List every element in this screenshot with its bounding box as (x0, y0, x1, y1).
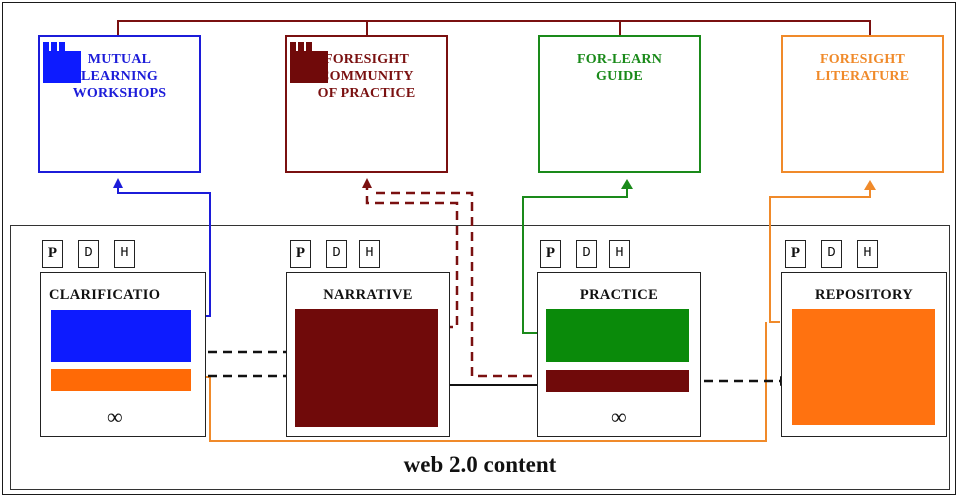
tab-h[interactable]: H (359, 240, 380, 268)
orange-repository-block (792, 309, 935, 425)
top-box-title: MUTUAL LEARNING WORKSHOPS (72, 52, 167, 101)
tab-p[interactable]: P (785, 240, 806, 268)
top-box-literature: FORESIGHT LITERATURE (781, 35, 944, 173)
infinity-icon: ∞ (107, 404, 123, 429)
tab-d[interactable]: D (78, 240, 99, 268)
tab-h[interactable]: H (609, 240, 630, 268)
module-title: REPOSITORY (814, 287, 914, 303)
maroon-dashed-link-b (376, 191, 547, 378)
tab-p[interactable]: P (290, 240, 311, 268)
module-repository: REPOSITORY (781, 272, 947, 437)
green-link (522, 179, 633, 334)
orange-content-block (51, 369, 191, 391)
blue-content-block (51, 310, 191, 362)
module-title: CLARIFICATIO (49, 287, 161, 303)
tab-d[interactable]: D (326, 240, 347, 268)
orange-link (769, 180, 876, 323)
building-icon (290, 42, 328, 83)
top-box-community: FORESIGHT COMMUNITY OF PRACTICE (285, 35, 448, 173)
tab-p[interactable]: P (42, 240, 63, 268)
tab-d[interactable]: D (576, 240, 597, 268)
top-box-guide: FOR-LEARN GUIDE (538, 35, 701, 173)
top-box-title: FORESIGHT COMMUNITY OF PRACTICE (317, 52, 416, 101)
tab-h[interactable]: H (114, 240, 135, 268)
maroon-dashed-link-a (362, 178, 459, 329)
module-title: PRACTICE (579, 287, 659, 303)
module-clarification: CLARIFICATIO ∞ (40, 272, 206, 437)
top-box-title: FOR-LEARN GUIDE (576, 52, 663, 84)
top-bus-line (117, 20, 871, 35)
maroon-content-block (295, 309, 438, 427)
tab-p[interactable]: P (540, 240, 561, 268)
module-practice: PRACTICE ∞ (537, 272, 701, 437)
maroon-content-strip (546, 370, 689, 392)
tab-h[interactable]: H (857, 240, 878, 268)
top-box-title: FORESIGHT LITERATURE (815, 52, 910, 84)
footer-label: web 2.0 content (403, 452, 557, 477)
module-title: NARRATIVE (323, 287, 413, 303)
infinity-icon: ∞ (611, 404, 627, 429)
green-content-block (546, 309, 689, 362)
tab-d[interactable]: D (821, 240, 842, 268)
building-icon (43, 42, 81, 83)
module-narrative: NARRATIVE (286, 272, 450, 437)
top-box-mutual-learning: MUTUAL LEARNING WORKSHOPS (38, 35, 201, 173)
